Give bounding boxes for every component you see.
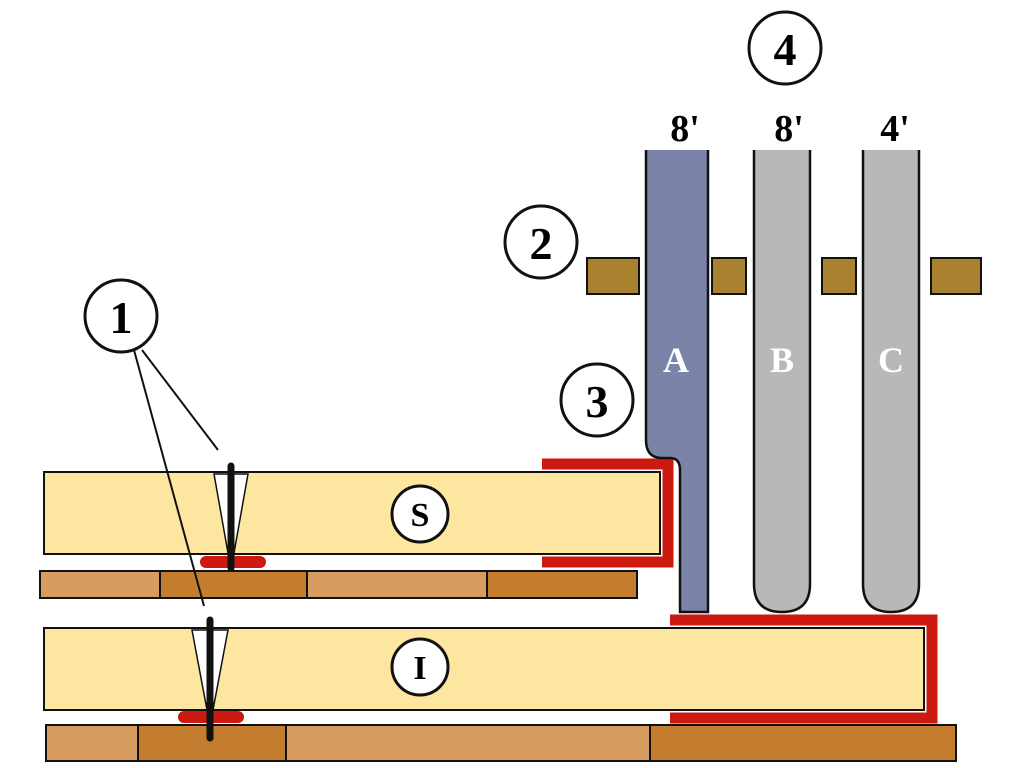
callout-3: 3 bbox=[559, 362, 635, 438]
pipe-c-letter: C bbox=[878, 340, 904, 380]
lower-panel-leather-wrap bbox=[670, 614, 938, 724]
pipe-c bbox=[861, 150, 921, 614]
upper-nail bbox=[213, 462, 249, 572]
pipe-b-letter: B bbox=[770, 340, 794, 380]
callout-3-number: 3 bbox=[586, 376, 609, 427]
lower-nail bbox=[191, 616, 229, 742]
rackboard-block-4 bbox=[930, 257, 982, 295]
pipe-c-size-label: 4' bbox=[880, 108, 910, 150]
rackboard-block-3 bbox=[821, 257, 857, 295]
callout-2-number: 2 bbox=[530, 218, 553, 269]
pipe-a-letter: A bbox=[663, 340, 689, 380]
pipe-b bbox=[752, 150, 812, 614]
callout-4-number: 4 bbox=[774, 24, 797, 75]
rackboard-blocks bbox=[586, 257, 982, 295]
callout-4: 4 bbox=[747, 10, 823, 86]
panel-s-marker: S bbox=[390, 484, 450, 544]
lower-panel-i bbox=[43, 627, 925, 711]
callout-1-number: 1 bbox=[110, 292, 133, 343]
rackboard-block-2 bbox=[711, 257, 747, 295]
upper-panel-leather-wrap bbox=[542, 458, 674, 568]
pipe-a bbox=[644, 150, 710, 614]
callout-1-leaders bbox=[133, 349, 219, 607]
panel-i-letter: I bbox=[413, 650, 426, 687]
lower-bottom-strip bbox=[45, 724, 957, 762]
upper-bottom-strip bbox=[39, 570, 638, 599]
callout-2: 2 bbox=[503, 204, 579, 280]
callout-1: 1 bbox=[83, 278, 159, 354]
pipe-a-size-label: 8' bbox=[670, 108, 700, 150]
pipe-b-size-label: 8' bbox=[774, 108, 804, 150]
panel-i-marker: I bbox=[390, 637, 450, 697]
upper-panel-s bbox=[43, 471, 661, 555]
leather-seals bbox=[542, 458, 938, 724]
rackboard-block-1 bbox=[586, 257, 640, 295]
panel-s-letter: S bbox=[411, 497, 430, 534]
